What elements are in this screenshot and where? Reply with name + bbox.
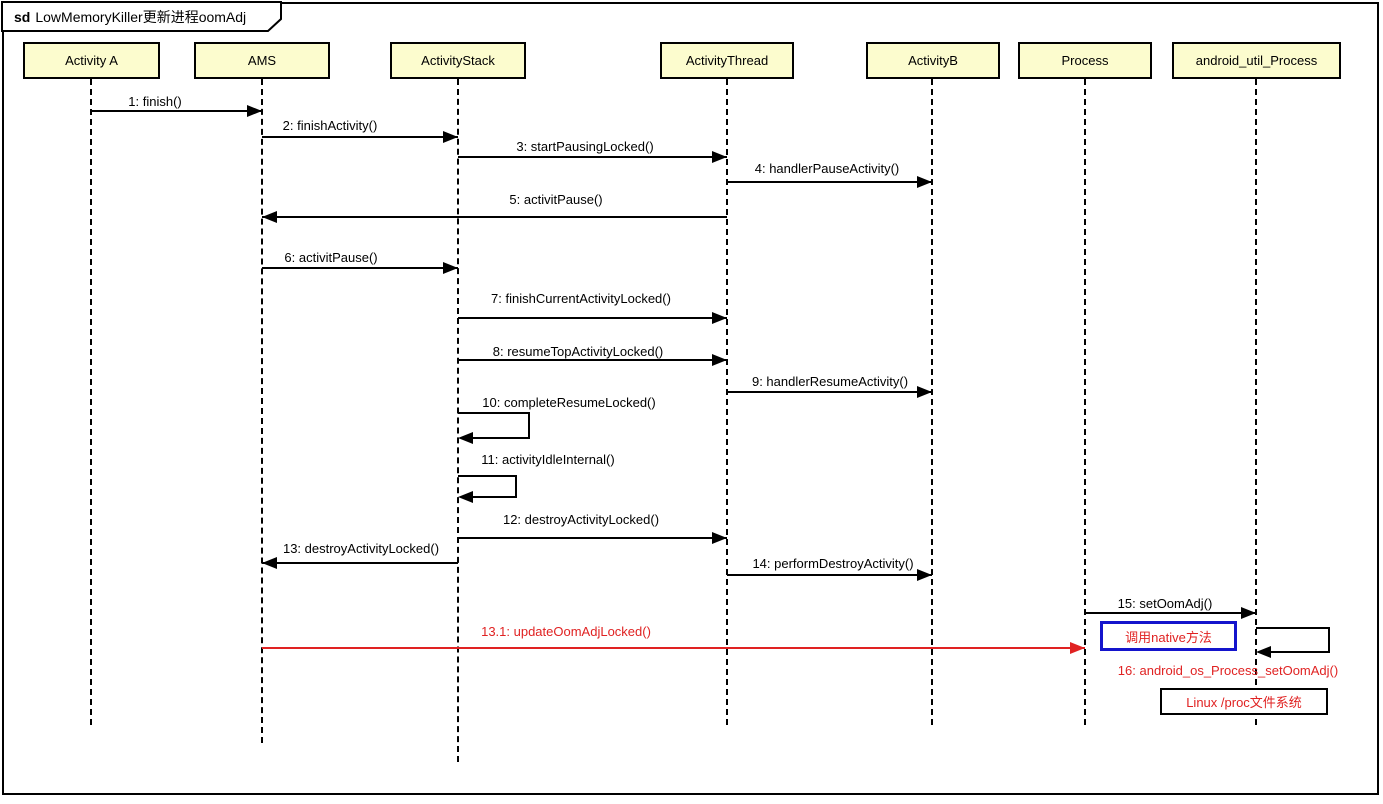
message-arrowhead-11 — [917, 569, 932, 581]
title-keyword: sd — [14, 9, 31, 25]
lifeline-header-1: AMS — [194, 42, 330, 79]
message-arrowhead-2 — [712, 151, 727, 163]
message-label-4: 5: activitPause() — [509, 192, 603, 207]
message-line-3 — [727, 181, 932, 183]
message-arrowhead-13 — [1070, 642, 1085, 654]
message-line-8 — [727, 391, 932, 393]
message-line-10 — [262, 562, 458, 564]
message-arrowhead-4 — [262, 211, 277, 223]
message-label-6: 7: finishCurrentActivityLocked() — [491, 291, 671, 306]
self-message-top-1 — [458, 475, 517, 477]
self-message-arrowhead-2 — [1256, 646, 1271, 658]
self-message-side-0 — [528, 412, 530, 438]
note-1: Linux /proc文件系统 — [1160, 688, 1328, 715]
title-tab — [1, 1, 282, 32]
message-label-2: 3: startPausingLocked() — [516, 139, 654, 154]
message-line-11 — [727, 574, 932, 576]
message-line-5 — [262, 267, 458, 269]
message-arrowhead-0 — [247, 105, 262, 117]
message-label-8: 9: handlerResumeActivity() — [751, 374, 909, 389]
message-line-12 — [1085, 612, 1256, 614]
message-arrowhead-8 — [917, 386, 932, 398]
message-label-13: 13.1: updateOomAdjLocked() — [481, 624, 651, 639]
message-arrowhead-10 — [262, 557, 277, 569]
message-label-1: 2: finishActivity() — [282, 118, 378, 133]
message-line-4 — [262, 216, 727, 218]
message-arrowhead-9 — [712, 532, 727, 544]
message-arrowhead-1 — [443, 131, 458, 143]
message-line-6 — [458, 317, 727, 319]
message-arrowhead-5 — [443, 262, 458, 274]
message-arrowhead-3 — [917, 176, 932, 188]
self-message-bottom-0 — [470, 437, 530, 439]
lifeline-header-5: Process — [1018, 42, 1152, 79]
self-message-label-2: 16: android_os_Process_setOomAdj() — [1117, 663, 1339, 678]
message-line-1 — [262, 136, 458, 138]
lifeline-header-3: ActivityThread — [660, 42, 794, 79]
lifeline-line-5 — [1084, 79, 1086, 725]
self-message-side-1 — [515, 475, 517, 497]
message-label-3: 4: handlerPauseActivity() — [754, 161, 900, 176]
message-label-5: 6: activitPause() — [284, 250, 378, 265]
lifeline-header-2: ActivityStack — [390, 42, 526, 79]
message-arrowhead-6 — [712, 312, 727, 324]
message-label-7: 8: resumeTopActivityLocked() — [492, 344, 664, 359]
lifeline-line-2 — [457, 79, 459, 762]
self-message-arrowhead-1 — [458, 491, 473, 503]
lifeline-header-6: android_util_Process — [1172, 42, 1341, 79]
message-arrowhead-12 — [1241, 607, 1256, 619]
message-label-12: 15: setOomAdj() — [1117, 596, 1213, 611]
message-arrowhead-7 — [712, 354, 727, 366]
self-message-side-2 — [1328, 627, 1330, 652]
self-message-label-0: 10: completeResumeLocked() — [482, 395, 656, 410]
message-label-0: 1: finish() — [128, 94, 182, 109]
message-line-7 — [458, 359, 727, 361]
self-message-top-0 — [458, 412, 530, 414]
lifeline-line-3 — [726, 79, 728, 725]
message-line-9 — [458, 537, 727, 539]
message-line-2 — [458, 156, 727, 158]
lifeline-line-6 — [1255, 79, 1257, 725]
lifeline-line-0 — [90, 79, 92, 725]
self-message-label-1: 11: activityIdleInternal() — [481, 452, 615, 467]
lifeline-line-4 — [931, 79, 933, 725]
lifeline-header-4: ActivityB — [866, 42, 1000, 79]
title-text: LowMemoryKiller更新进程oomAdj — [35, 9, 247, 25]
self-message-top-2 — [1256, 627, 1330, 629]
message-line-0 — [91, 110, 262, 112]
message-label-9: 12: destroyActivityLocked() — [502, 512, 660, 527]
self-message-arrowhead-0 — [458, 432, 473, 444]
note-0: 调用native方法 — [1100, 621, 1237, 651]
message-label-11: 14: performDestroyActivity() — [752, 556, 914, 571]
message-label-10: 13: destroyActivityLocked() — [282, 541, 440, 556]
self-message-bottom-1 — [470, 496, 517, 498]
lifeline-header-0: Activity A — [23, 42, 160, 79]
message-line-13 — [262, 647, 1085, 649]
self-message-bottom-2 — [1268, 651, 1330, 653]
lifeline-line-1 — [261, 79, 263, 743]
